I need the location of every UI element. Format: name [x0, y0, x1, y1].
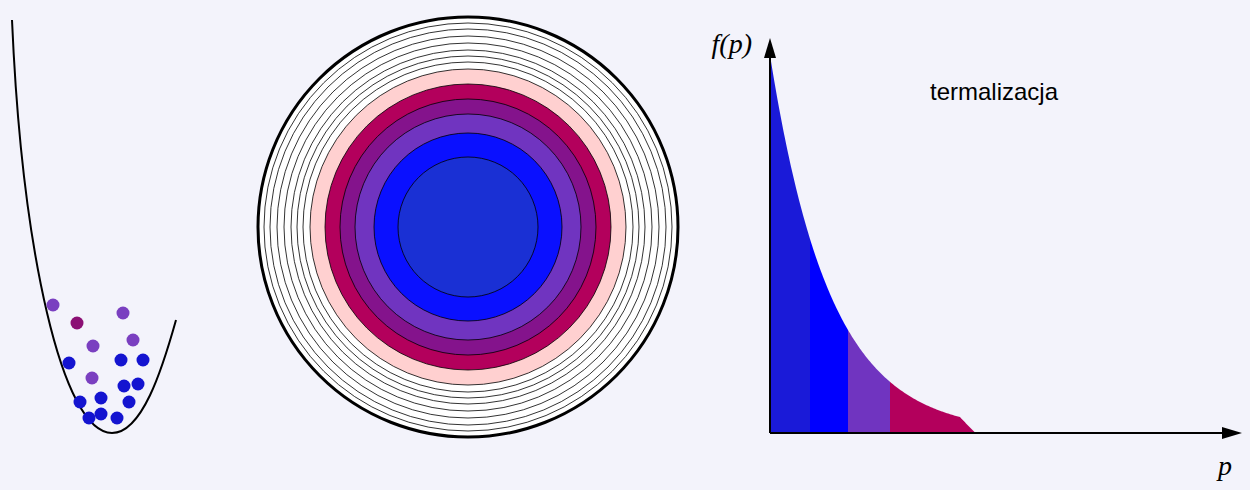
- parabola: [12, 20, 176, 433]
- particle-dot: [63, 357, 76, 370]
- particle-dot: [86, 372, 99, 385]
- particle-dot: [95, 392, 108, 405]
- level-ring: [398, 157, 538, 297]
- particle-dot: [83, 412, 96, 425]
- level-ring: [310, 69, 626, 385]
- axis-label: f(p): [712, 30, 752, 58]
- particle-dot: [111, 412, 124, 425]
- particle-dot: [47, 299, 60, 312]
- arrowhead: [764, 38, 776, 58]
- distribution-band: [770, 55, 810, 433]
- chart-title: termalizacja: [930, 80, 1058, 104]
- axis-label: p: [1218, 452, 1232, 480]
- particle-dot: [74, 396, 87, 409]
- particle-dot: [95, 408, 108, 421]
- particle-dot: [117, 307, 130, 320]
- particle-dot: [71, 317, 84, 330]
- distribution-band: [890, 382, 975, 433]
- level-ring: [284, 43, 652, 411]
- potential-well: [12, 20, 176, 433]
- distribution: [770, 55, 975, 433]
- level-ring: [303, 62, 633, 392]
- level-ring: [264, 23, 672, 431]
- level-ring: [270, 29, 666, 425]
- particle-dot: [127, 334, 140, 347]
- particle-dot: [87, 340, 100, 353]
- y-axis: [769, 50, 771, 433]
- level-ring: [291, 50, 645, 404]
- distribution-band: [810, 239, 848, 433]
- arrowhead: [1222, 427, 1242, 439]
- level-ring: [297, 56, 639, 398]
- axes: [764, 38, 1242, 439]
- energy-levels: [258, 17, 678, 437]
- particle-dot: [118, 380, 131, 393]
- level-ring: [355, 114, 581, 340]
- x-axis: [770, 432, 1230, 434]
- level-ring: [277, 36, 659, 418]
- level-ring: [340, 99, 596, 355]
- level-ring: [258, 17, 678, 437]
- particle-dot: [132, 378, 145, 391]
- particle-dot: [123, 396, 136, 409]
- level-ring: [325, 84, 611, 370]
- distribution-band: [848, 330, 890, 433]
- particle-dot: [137, 354, 150, 367]
- level-ring: [374, 133, 562, 321]
- particle-dot: [115, 354, 128, 367]
